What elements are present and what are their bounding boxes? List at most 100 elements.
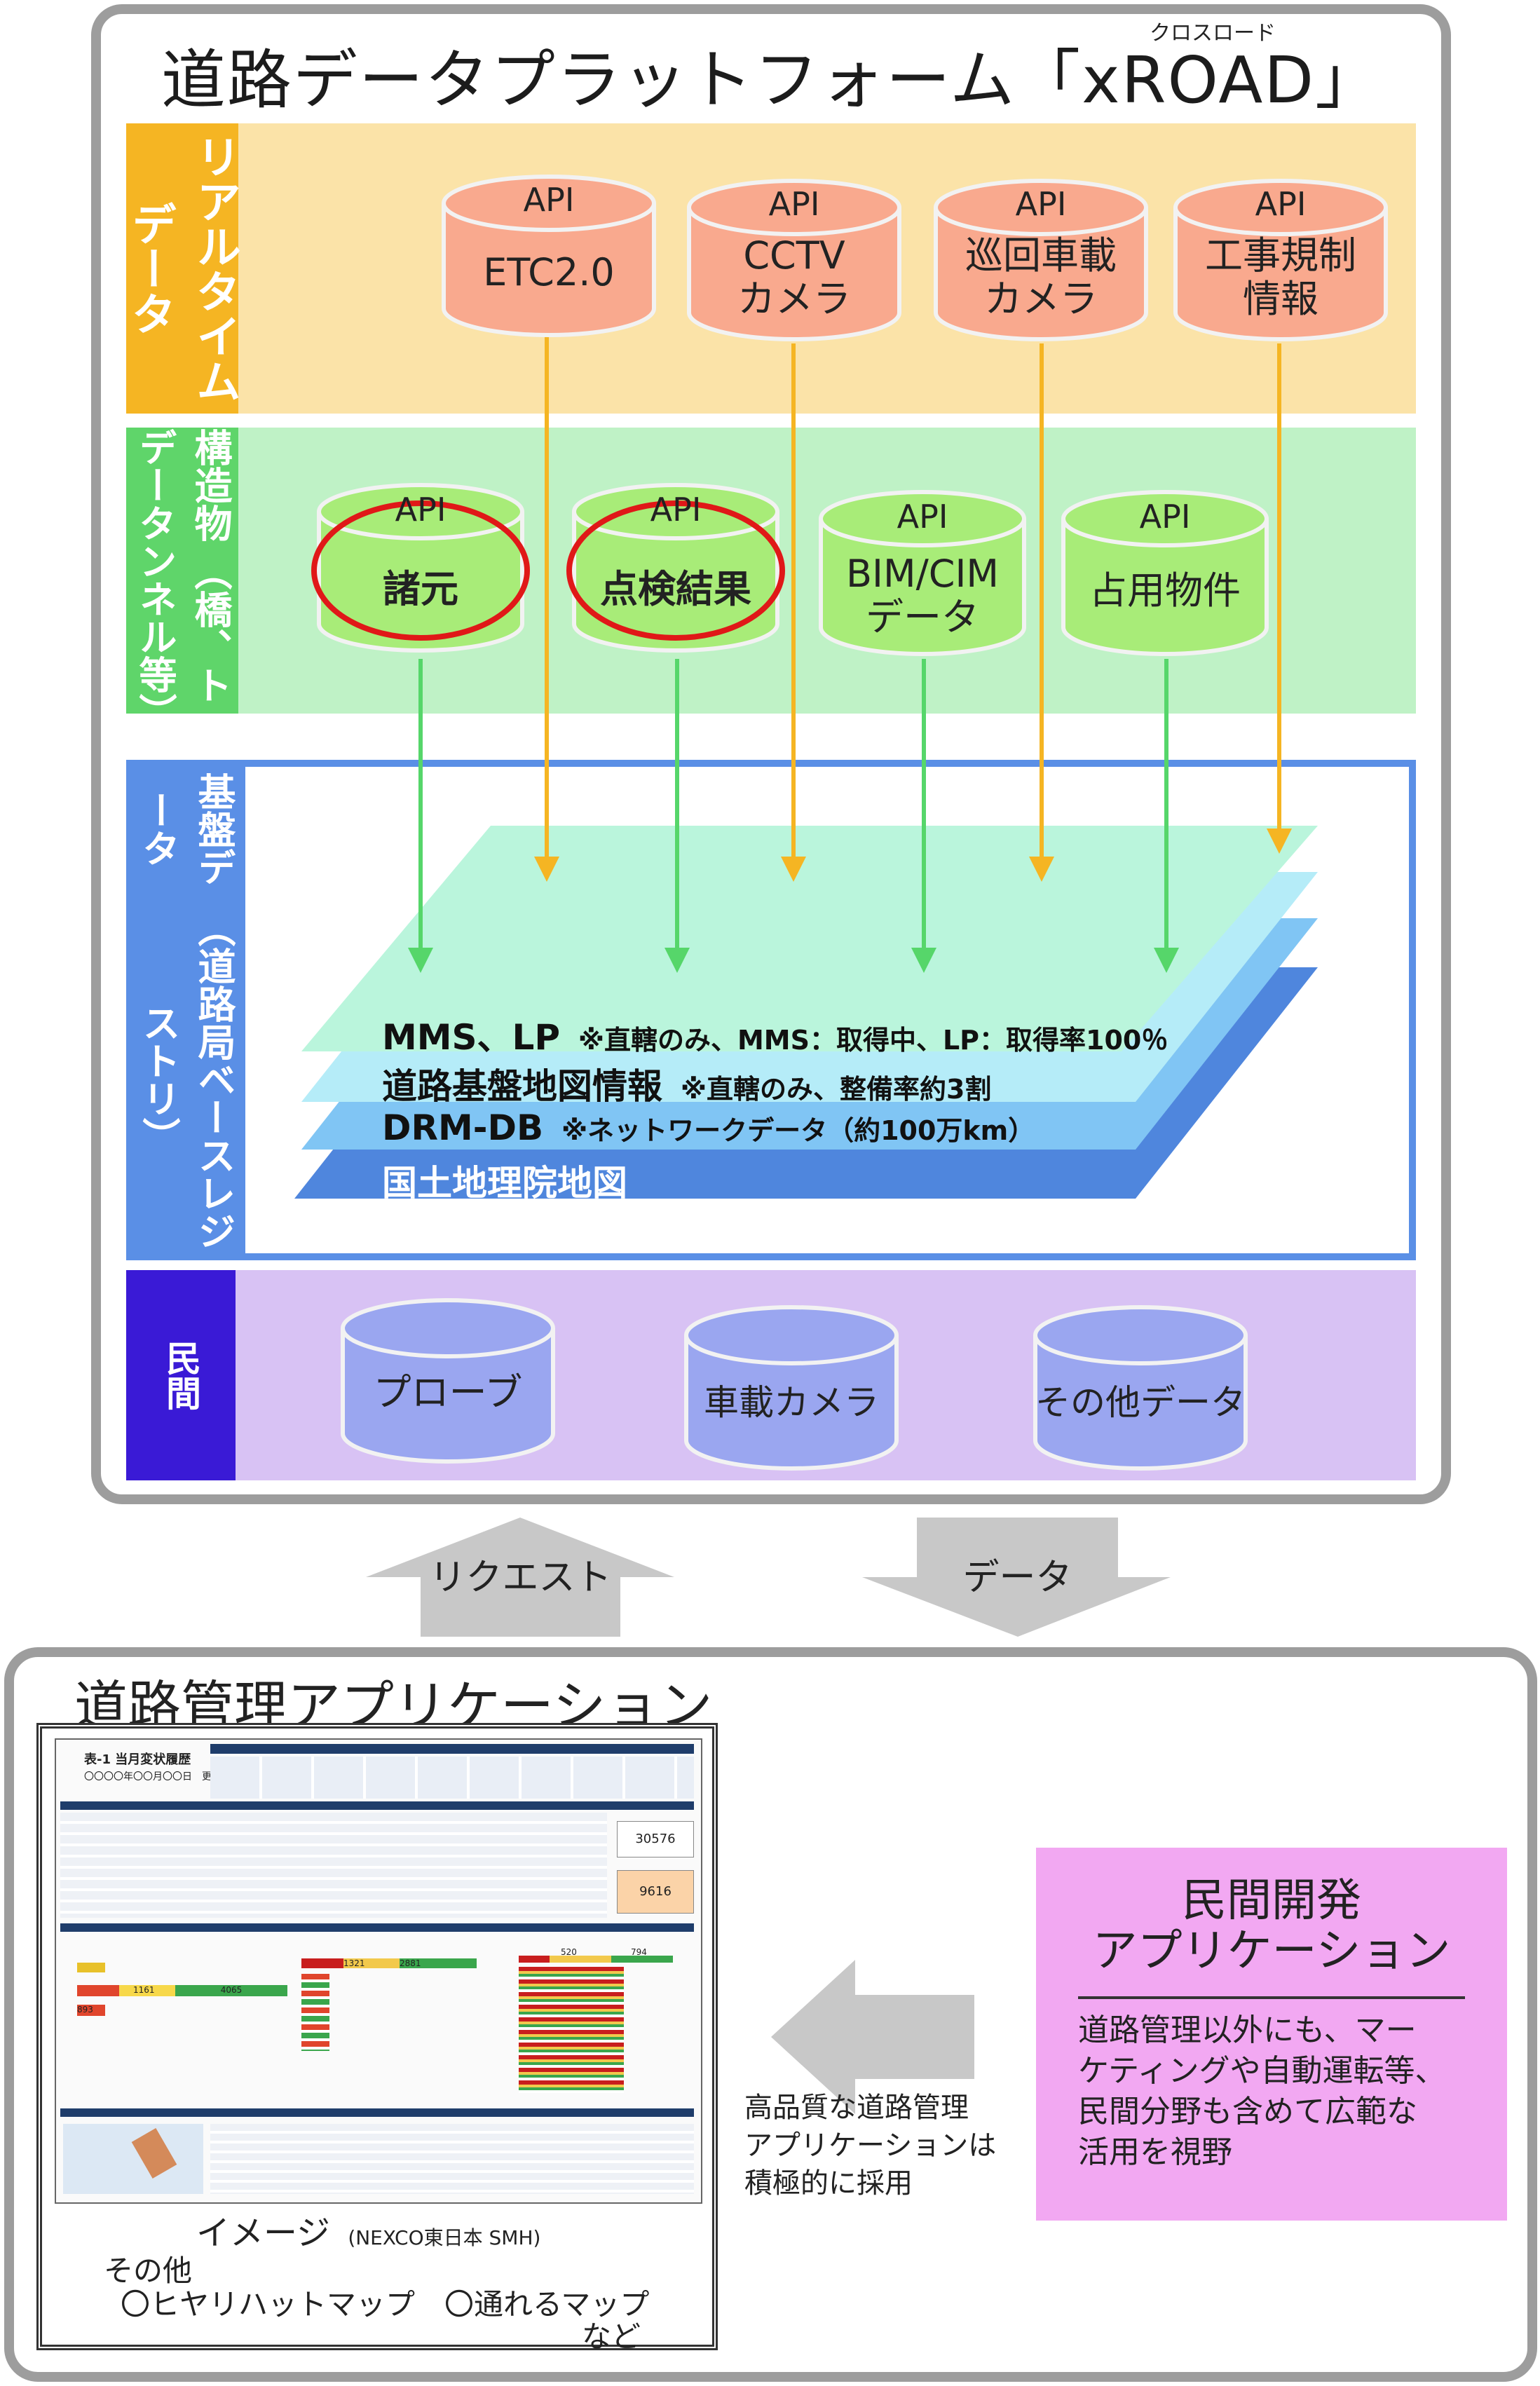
band-structure-label: 構造物データ （橋、トンネル等） (126, 428, 238, 731)
layer-road-base-map-text: 道路基盤地図情報 ※直轄のみ、整備率約3割 (382, 1058, 991, 1109)
cylinder-etc20: API ETC2.0 (440, 175, 657, 337)
cylinder-inspection-results-label: 点検結果 (600, 567, 751, 611)
dashboard-section-bar-3 (60, 2108, 694, 2117)
mini-bar (301, 1958, 343, 1968)
cylinder-other-data: その他データ (1032, 1304, 1249, 1472)
cylinder-specs: API 諸元 (311, 483, 530, 659)
layer-road-base-map-main: 道路基盤地図情報 (382, 1066, 662, 1107)
mini-bar (77, 1985, 119, 1996)
mini-bar-label: 794 (631, 1947, 647, 1957)
request-arrow (366, 1518, 674, 1637)
cylinder-patrol-camera: API 巡回車載 カメラ (932, 179, 1150, 341)
image-caption: イメージ (NEXCO東日本 SMH) (196, 2205, 540, 2254)
cylinder-bim-cim-label: BIM/CIM データ (846, 552, 999, 639)
private-app-desc-line: 活用を視野 (1078, 2134, 1232, 2170)
cylinder-occupancy-label: 占用物件 (1089, 568, 1241, 613)
adoption-note-line: 積極的に採用 (744, 2167, 913, 2200)
data-label: データ (962, 1557, 1072, 1599)
platform-title-ruby: クロスロード (1150, 21, 1276, 46)
band-realtime-label-text: リアルタイムデータ (124, 134, 240, 403)
app-screenshot: 表-1 当月変状履歴 〇〇〇〇年〇〇月〇〇日 更新データ 30576 9616 … (36, 1723, 718, 2354)
cylinder-probe-label: プローブ (373, 1370, 523, 1414)
layer-drm-db-main: DRM-DB (382, 1107, 544, 1148)
dashboard-filter-table (60, 1813, 607, 1918)
dashboard-filter-grid (210, 1757, 694, 1799)
cylinder-specs-label: 諸元 (383, 567, 458, 611)
cylinder-occupancy-api: API (1139, 498, 1191, 536)
mini-bar-label: 893 (77, 2005, 105, 2016)
cylinder-cctv: API CCTV カメラ (686, 179, 903, 341)
dashboard-section-bar-1 (60, 1801, 694, 1810)
layer-gsi-map-text: 国土地理院地図 (382, 1155, 627, 1206)
mini-bar-label: 2881 (400, 1958, 477, 1968)
mini-bar-label: 1161 (133, 1985, 155, 1995)
cylinder-other-data-label: その他データ (1035, 1382, 1246, 1423)
cylinder-bim-cim: API BIM/CIM データ (817, 490, 1028, 659)
data-arrow (862, 1518, 1171, 1637)
image-caption-text: イメージ (196, 2214, 331, 2253)
cylinder-construction-info: API 工事規制 情報 (1172, 179, 1389, 341)
mini-bar-stack (519, 1967, 624, 2093)
others-heading: その他 (104, 2254, 193, 2288)
cylinder-inspection-results: API 点検結果 (566, 483, 785, 659)
layer-mms-lp (301, 826, 1318, 1051)
dashboard-header-date: 〇〇〇〇年〇〇月〇〇日 更新データ (84, 1771, 251, 1782)
private-app-desc-line: 道路管理以外にも、マー (1078, 2012, 1417, 2048)
platform-graphics (294, 336, 1318, 1199)
private-app-divider (1078, 1996, 1465, 1999)
layer-drm-db-text: DRM-DB※ネットワークデータ（約100万km） (382, 1107, 1035, 1148)
private-app-desc-line: ケティングや自動運転等、 (1078, 2053, 1446, 2089)
platform-title-text: 道路データプラットフォーム「xROAD」 (161, 43, 1382, 118)
dashboard-header-bar (210, 1744, 694, 1754)
request-label: リクエスト (429, 1557, 612, 1599)
adoption-note-line: アプリケーションは (744, 2129, 997, 2162)
cylinder-construction-info-api: API (1255, 185, 1307, 223)
cylinder-etc20-label: ETC2.0 (483, 250, 615, 294)
layer-gsi-map-main: 国土地理院地図 (382, 1163, 627, 1204)
mini-map (63, 2124, 203, 2194)
cylinder-specs-api: API (395, 491, 447, 529)
private-app-desc-line: 民間分野も含めて広範な (1078, 2094, 1417, 2129)
others-items: 〇ヒヤリハットマップ 〇通れるマップ (121, 2287, 650, 2322)
layer-mms-lp-main: MMS、LP (382, 1017, 561, 1058)
cylinder-probe: プローブ (339, 1297, 557, 1465)
band-realtime-label: リアルタイムデータ (124, 123, 240, 414)
mini-bar-label: 1321 (343, 1958, 400, 1968)
mini-bar (77, 1963, 105, 1972)
private-app-title-line: 民間開発 (1182, 1875, 1361, 1927)
platform-title: 道路データプラットフォーム「xROAD」 クロスロード (91, 0, 1451, 118)
cylinder-vehicle-camera-label: 車載カメラ (704, 1382, 879, 1423)
mini-bar-stack (301, 1974, 329, 2051)
cylinder-vehicle-camera: 車載カメラ (683, 1304, 900, 1472)
image-caption-note: (NEXCO東日本 SMH) (348, 2226, 541, 2249)
private-app-title: 民間開発 アプリケーション (1036, 1876, 1507, 1977)
band-private-label-text: 民間 (161, 1340, 201, 1410)
band-base-label-sub: （道路局ベースレジストリ） (136, 909, 236, 1250)
mini-bar (519, 1956, 673, 1963)
private-app-title-line: アプリケーション (1092, 1925, 1451, 1977)
cylinder-patrol-camera-api: API (1015, 185, 1067, 223)
band-structure-label-text: 構造物データ (132, 428, 232, 542)
cylinder-patrol-camera-label: 巡回車載 カメラ (965, 233, 1117, 321)
cylinder-etc20-api: API (523, 181, 575, 219)
dashboard-image: 表-1 当月変状履歴 〇〇〇〇年〇〇月〇〇日 更新データ 30576 9616 … (55, 1738, 702, 2204)
mini-bar (119, 1985, 175, 1996)
dashboard-header-title: 表-1 当月変状履歴 (84, 1752, 191, 1767)
others-suffix: など (582, 2319, 641, 2354)
adoption-note-line: 高品質な道路管理 (744, 2092, 969, 2124)
band-base-label: 基盤データ （道路局ベースレジストリ） (126, 760, 245, 1260)
adoption-note: 高品質な道路管理 アプリケーションは 積極的に採用 (744, 2089, 996, 2202)
private-app-box: 民間開発 アプリケーション 道路管理以外にも、マー ケティングや自動運転等、 民… (1036, 1848, 1507, 2221)
layer-road-base-map-note: ※直轄のみ、整備率約3割 (681, 1074, 992, 1105)
cylinder-occupancy: API 占用物件 (1060, 490, 1270, 659)
cylinder-bim-cim-api: API (897, 498, 948, 536)
cylinder-construction-info-label: 工事規制 情報 (1205, 233, 1356, 321)
dashboard-section-bar-2 (60, 1923, 694, 1932)
layer-mms-lp-text: MMS、LP※直轄のみ、MMS：取得中、LP：取得率100％ (382, 1009, 1168, 1060)
mini-bar-label: 520 (561, 1947, 577, 1957)
private-app-desc: 道路管理以外にも、マー ケティングや自動運転等、 民間分野も含めて広範な 活用を… (1078, 2010, 1445, 2173)
flow-arrows (366, 1518, 1171, 1637)
dashboard-kpi-2: 9616 (617, 1870, 694, 1914)
mini-table (210, 2124, 694, 2194)
cylinder-cctv-label: CCTV カメラ (737, 233, 851, 321)
